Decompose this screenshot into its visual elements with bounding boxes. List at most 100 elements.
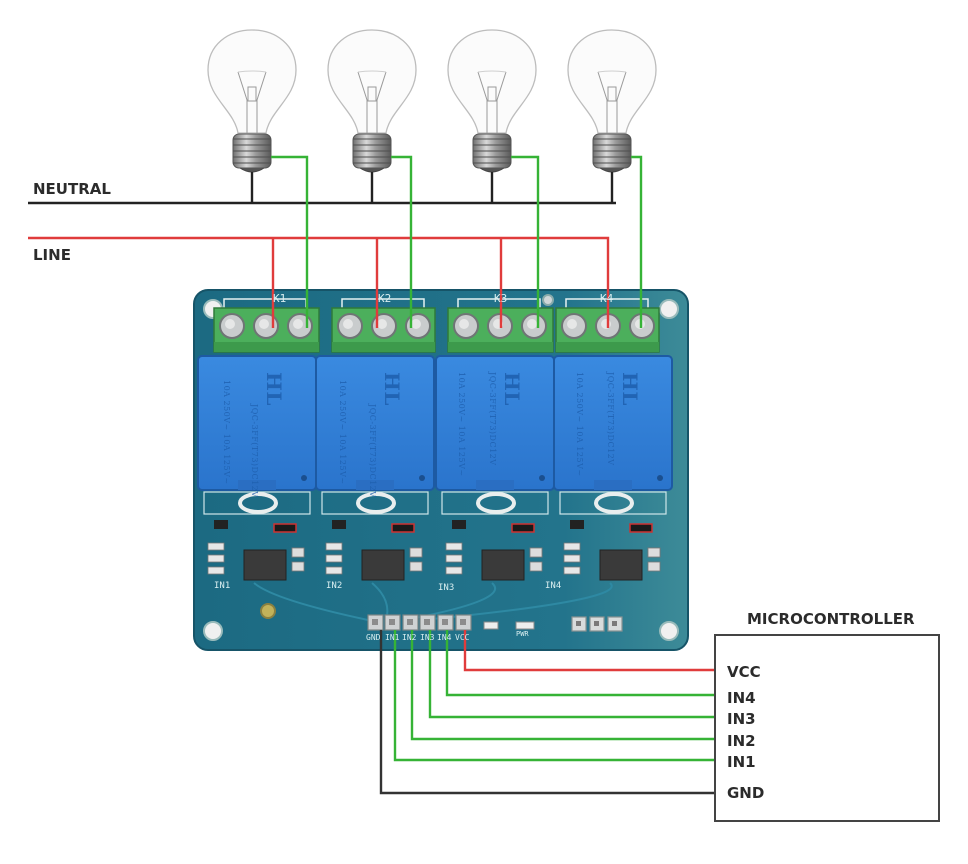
pcb-label-in4: IN4 bbox=[545, 581, 562, 591]
terminal-base bbox=[214, 342, 319, 352]
pcb-label-in1: IN1 bbox=[214, 581, 231, 591]
relay-tab bbox=[356, 480, 394, 490]
filament-support bbox=[597, 71, 627, 133]
relay-brand-k3: HL bbox=[500, 372, 524, 406]
relay-tab bbox=[476, 480, 514, 490]
wires bbox=[28, 155, 715, 795]
bulb-glass bbox=[327, 29, 417, 134]
transistor-icon bbox=[452, 520, 466, 529]
mcu-pin-in1: IN1 bbox=[727, 753, 756, 771]
mcu-pin-vcc: VCC bbox=[727, 663, 761, 681]
filament bbox=[357, 70, 387, 73]
via-icon bbox=[542, 294, 554, 306]
filament-stem bbox=[487, 86, 497, 102]
relay-channel-k2 bbox=[315, 298, 436, 621]
smd-capacitor-icon bbox=[647, 561, 661, 572]
microcontroller-box bbox=[714, 634, 940, 822]
relay-brand-k2: HL bbox=[380, 372, 404, 406]
optocoupler-icon bbox=[361, 549, 405, 581]
input-header bbox=[367, 614, 623, 632]
bulb-contact bbox=[239, 167, 265, 173]
smd-resistor-icon bbox=[325, 542, 343, 551]
header-label-in2: IN2 bbox=[402, 633, 417, 642]
pin-center bbox=[460, 619, 466, 625]
relay-channels bbox=[197, 298, 673, 621]
pwr-led-icon bbox=[515, 621, 535, 630]
relay-k1-no-wire bbox=[271, 155, 309, 328]
header-label-vcc: VCC bbox=[455, 633, 470, 642]
relay-silkscreen bbox=[321, 491, 429, 515]
smd-resistor-icon bbox=[445, 566, 463, 575]
pin-center bbox=[442, 619, 448, 625]
smd-resistor-icon bbox=[563, 566, 581, 575]
diode-icon bbox=[391, 523, 415, 533]
relay-label-k1: K1 bbox=[273, 292, 287, 305]
line-label: LINE bbox=[33, 246, 71, 264]
relay-dot-icon bbox=[539, 475, 545, 481]
diode-icon bbox=[273, 523, 297, 533]
relay-silkscreen bbox=[559, 491, 667, 515]
smd-resistor-icon bbox=[445, 554, 463, 563]
diode-icon bbox=[629, 523, 653, 533]
bulb-glass bbox=[447, 29, 537, 134]
screw-highlight bbox=[567, 319, 577, 329]
relay-rating-k2: 10A 250V~ 10A 125V~ bbox=[338, 380, 347, 485]
relay-pad-icon bbox=[594, 492, 634, 514]
smd-capacitor-icon bbox=[291, 547, 305, 558]
filament bbox=[477, 70, 507, 73]
gnd-wire bbox=[379, 630, 715, 795]
relay-model-k3: JQC-3FF(T73)DC12V bbox=[488, 372, 497, 466]
filament-stem bbox=[247, 86, 257, 102]
header-label-in4: IN4 bbox=[437, 633, 452, 642]
relay-pad-icon bbox=[238, 492, 278, 514]
lamp-3-icon bbox=[447, 29, 537, 173]
relay-label-k3: K3 bbox=[494, 292, 508, 305]
bulb-contact bbox=[359, 167, 385, 173]
header-label-in1: IN1 bbox=[385, 633, 400, 642]
smd-resistor-icon bbox=[325, 554, 343, 563]
microcontroller-title: MICROCONTROLLER bbox=[747, 610, 915, 628]
relay-silkscreen bbox=[203, 491, 311, 515]
terminal-base bbox=[556, 342, 659, 352]
pin-center bbox=[389, 619, 395, 625]
transistor-icon bbox=[214, 520, 228, 529]
relay-rating-k3: 10A 250V~ 10A 125V~ bbox=[457, 372, 466, 477]
neutral-label: NEUTRAL bbox=[33, 180, 111, 198]
relay-model-k1: JQC-3FF(T73)DC12V bbox=[250, 404, 259, 498]
smd-resistor-icon bbox=[325, 566, 343, 575]
relay-label-k2: K2 bbox=[378, 292, 392, 305]
smd-capacitor-icon bbox=[529, 561, 543, 572]
header-label-gnd: GND bbox=[366, 633, 381, 642]
screw-highlight bbox=[459, 319, 469, 329]
smd-capacitor-icon bbox=[529, 547, 543, 558]
pcb-label-in2: IN2 bbox=[326, 581, 343, 591]
smd-capacitor-icon bbox=[647, 547, 661, 558]
lamp-1-icon bbox=[207, 29, 297, 173]
filament-stem bbox=[367, 86, 377, 102]
filament-stem bbox=[607, 86, 617, 102]
smd-resistor-icon bbox=[207, 554, 225, 563]
optocoupler-icon bbox=[599, 549, 643, 581]
relay-dot-icon bbox=[419, 475, 425, 481]
screw-highlight bbox=[293, 319, 303, 329]
bulb-contact bbox=[479, 167, 505, 173]
diode-icon bbox=[511, 523, 535, 533]
filament bbox=[597, 70, 627, 73]
relay-brand-k1: HL bbox=[262, 372, 286, 406]
lamps bbox=[207, 29, 657, 173]
relay-model-k2: JQC-3FF(T73)DC12V bbox=[368, 404, 377, 498]
relay-channel-k3 bbox=[403, 298, 555, 621]
relay-tab bbox=[238, 480, 276, 490]
relay-pad-icon bbox=[356, 492, 396, 514]
relay-label-k4: K4 bbox=[600, 292, 614, 305]
pin-center bbox=[407, 619, 413, 625]
relay-brand-k4: HL bbox=[618, 372, 642, 406]
filament-support bbox=[477, 71, 507, 133]
relay-silkscreen bbox=[441, 491, 549, 515]
relay-channel-k1 bbox=[197, 298, 369, 621]
relay-dot-icon bbox=[301, 475, 307, 481]
filament-support bbox=[357, 71, 387, 133]
bulb-contact bbox=[599, 167, 625, 173]
